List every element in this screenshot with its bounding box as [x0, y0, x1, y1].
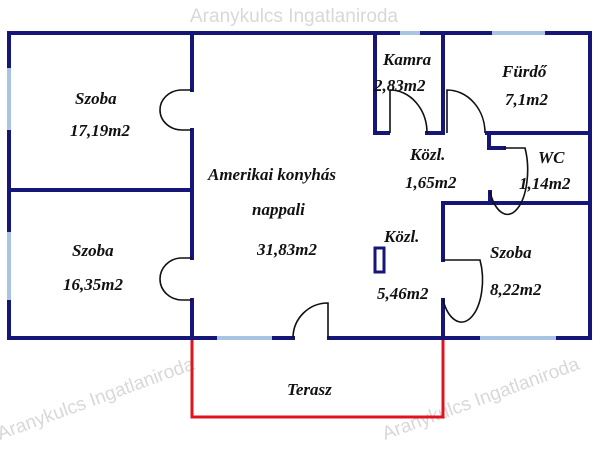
room-labels: Szoba 17,19m2 Szoba 16,35m2 Amerikai kon…: [63, 50, 571, 399]
room-name: Szoba: [75, 89, 117, 108]
column: [373, 246, 386, 274]
room-area: 16,35m2: [63, 275, 123, 294]
room-area: 1,14m2: [519, 174, 571, 193]
room-area: 17,19m2: [70, 121, 130, 140]
room-area: 31,83m2: [256, 240, 317, 259]
room-name: nappali: [252, 200, 305, 219]
room-name: Szoba: [72, 241, 114, 260]
room-name: WC: [538, 148, 565, 167]
room-area: 2,83m2: [373, 76, 426, 95]
room-name: Amerikai konyhás: [207, 165, 336, 184]
windows: [7, 31, 556, 340]
room-name: Szoba: [490, 243, 532, 262]
room-area: 8,22m2: [490, 280, 542, 299]
watermark: Aranykulcs Ingatlaniroda: [190, 6, 398, 27]
room-name: Fürdő: [501, 62, 548, 81]
room-name: Kamra: [382, 50, 432, 69]
terrace-outline: [190, 338, 445, 419]
watermark: Aranykulcs Ingatlaniroda: [380, 354, 583, 445]
doors: [159, 89, 529, 339]
watermark: Aranykulcs Ingatlaniroda: [0, 354, 198, 445]
walls: [7, 31, 592, 340]
room-name: Közl.: [409, 145, 445, 164]
room-area: 7,1m2: [505, 90, 548, 109]
room-name: Közl.: [383, 227, 419, 246]
watermarks: Aranykulcs Ingatlaniroda Aranykulcs Inga…: [0, 6, 583, 445]
room-area: 1,65m2: [405, 173, 457, 192]
room-name: Terasz: [287, 380, 332, 399]
room-area: 5,46m2: [377, 284, 429, 303]
